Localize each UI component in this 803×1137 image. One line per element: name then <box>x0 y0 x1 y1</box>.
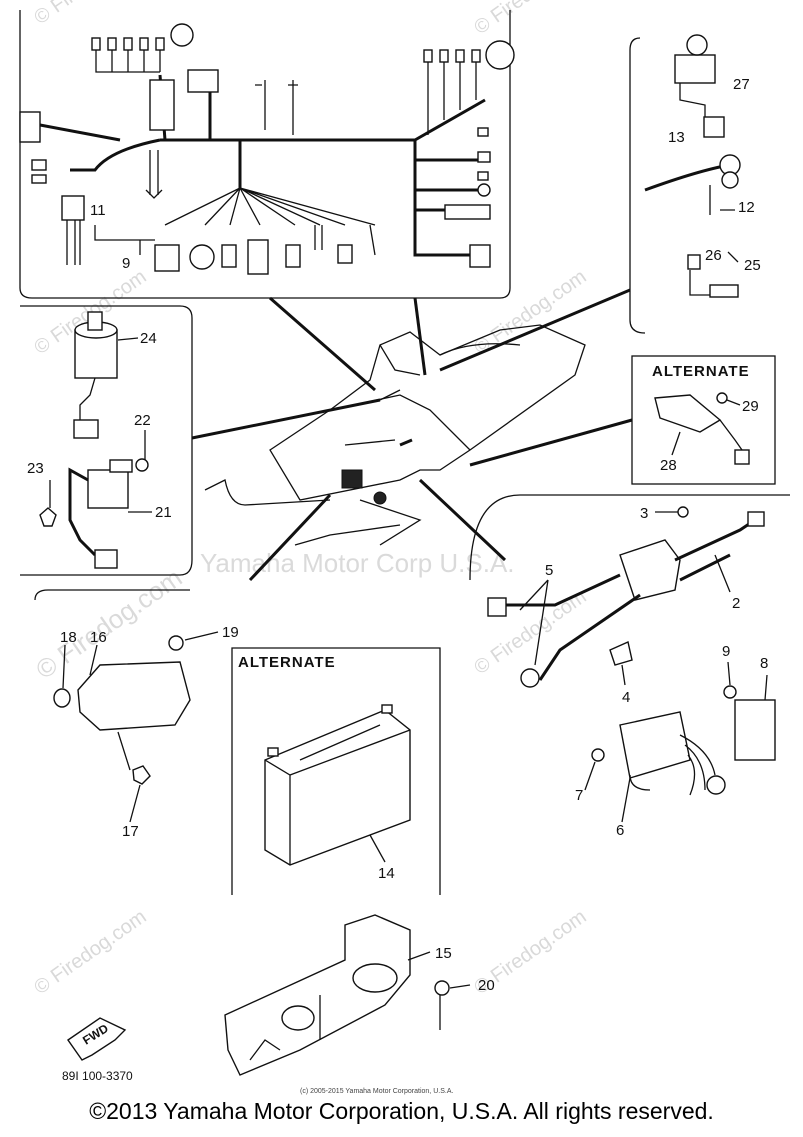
callout-2: 2 <box>732 595 740 612</box>
callout-18: 18 <box>60 629 77 646</box>
callout-6: 6 <box>616 822 624 839</box>
alternate-battery-box: ALTERNATE 14 <box>231 647 441 895</box>
alternate-tail-light-box: ALTERNATE 29 28 <box>631 355 776 485</box>
snowmobile-body <box>204 324 586 546</box>
callout-29: 29 <box>742 398 759 415</box>
watermark-text: © Firedog.com <box>30 906 150 999</box>
callout-24: 24 <box>140 330 157 347</box>
callout-23: 23 <box>27 460 44 477</box>
callout-16: 16 <box>90 629 107 646</box>
callout-7: 7 <box>575 787 583 804</box>
drawing-code: 89I 100-3370 <box>62 1069 133 1083</box>
ignition-coil-group: 3 5 2 4 <box>469 494 790 706</box>
callout-22: 22 <box>134 412 151 429</box>
leader-lines <box>191 288 633 582</box>
cdi-unit-group: 9 8 7 6 <box>575 643 776 839</box>
callout-5: 5 <box>545 562 553 579</box>
main-harness-panel: 11 9 <box>19 10 515 299</box>
tail-light-panel: 27 13 12 26 25 <box>629 34 761 334</box>
callout-21: 21 <box>155 504 172 521</box>
forward-arrow: FWD <box>67 1017 127 1061</box>
callout-9: 9 <box>722 643 730 660</box>
callout-11: 11 <box>90 202 106 219</box>
watermark-text: © Firedog.com <box>470 266 590 359</box>
callout-10: 9 <box>122 255 130 272</box>
callout-12: 12 <box>738 199 755 216</box>
callout-26: 26 <box>705 247 722 264</box>
alternate-label: ALTERNATE <box>652 363 750 380</box>
callout-27: 27 <box>733 76 750 93</box>
alternate-label: ALTERNATE <box>238 654 336 671</box>
callout-8: 8 <box>760 655 768 672</box>
key-switch-panel: 24 22 23 21 <box>20 305 193 576</box>
callout-15: 15 <box>435 945 452 962</box>
callout-28: 28 <box>660 457 677 474</box>
callout-4: 4 <box>622 689 630 706</box>
callout-3: 3 <box>640 505 648 522</box>
callout-25: 25 <box>744 257 761 274</box>
copyright-notice: ©2013 Yamaha Motor Corporation, U.S.A. A… <box>89 1098 714 1124</box>
small-credit: (c) 2005-2015 Yamaha Motor Corporation, … <box>300 1088 453 1095</box>
center-watermark: Yamaha Motor Corp U.S.A. <box>200 548 515 578</box>
watermark-text: © Firedog.com <box>470 0 590 39</box>
callout-20: 20 <box>478 977 495 994</box>
callout-19: 19 <box>222 624 239 641</box>
callout-17: 17 <box>122 823 139 840</box>
callout-14: 14 <box>378 865 395 882</box>
watermark-text: © Firedog.com <box>30 0 150 29</box>
battery-tray-group: 15 20 <box>224 914 495 1076</box>
callout-13: 13 <box>668 129 685 146</box>
battery-cover-group: 18 16 19 17 <box>34 589 239 840</box>
